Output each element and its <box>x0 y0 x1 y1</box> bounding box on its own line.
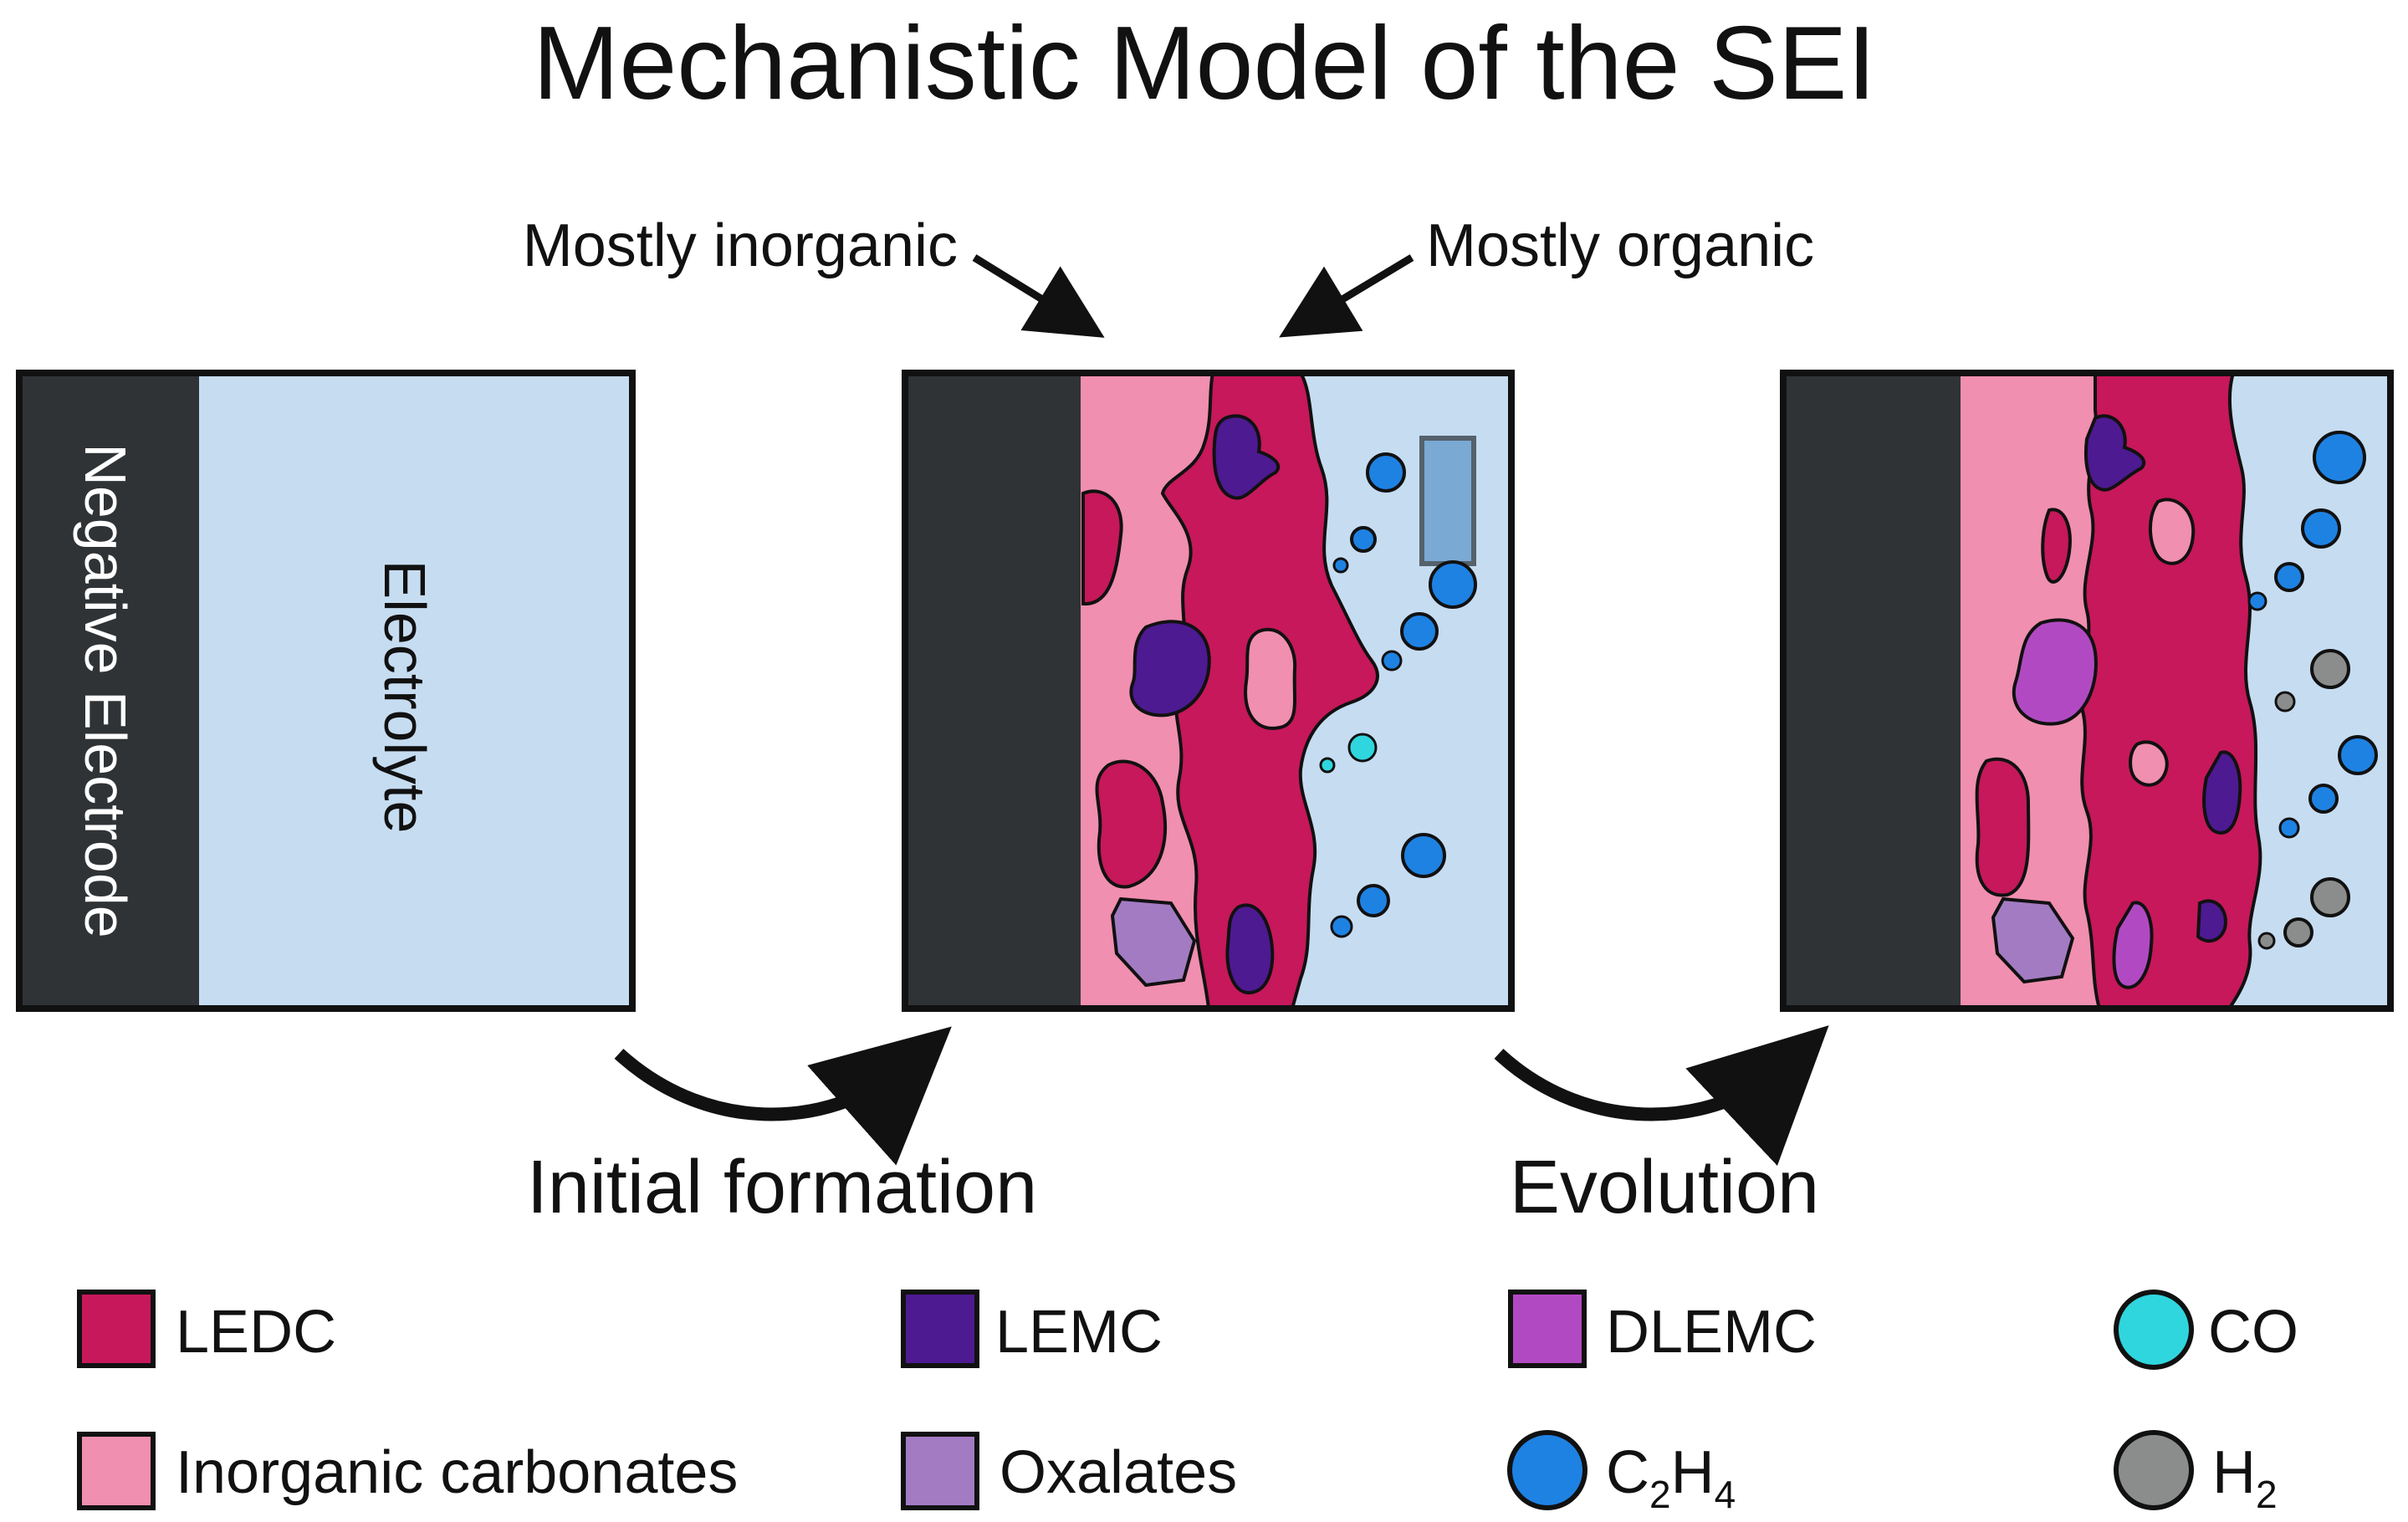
panel-initial-state: Negative Electrode Electrolyte <box>16 370 636 1012</box>
ledc-island <box>2041 508 2072 584</box>
h2-bubble <box>2274 691 2296 712</box>
mostly-organic-arrow <box>1279 254 1414 338</box>
legend-label-h2: H2 <box>2212 1439 2278 1516</box>
c2h4-bubble <box>2247 591 2267 611</box>
electrolyte-region <box>199 373 632 1009</box>
legend-label-lemc: LEMC <box>995 1299 1163 1366</box>
diagram-title: Mechanistic Model of the SEI <box>533 6 1876 121</box>
c2h4-bubble <box>1429 560 1477 609</box>
ledc-island <box>1081 489 1123 605</box>
h2-bubble <box>2283 917 2313 947</box>
c2h4-bubble <box>1401 833 1446 878</box>
c2h4-h: H <box>1671 1439 1715 1506</box>
legend-label-dlemc: DLEMC <box>1606 1299 1817 1366</box>
c2h4-bubble <box>1350 526 1377 553</box>
inorganic-pocket <box>2129 740 2169 787</box>
lemc-particle <box>2196 899 2227 943</box>
panel-3-frame <box>1780 370 2394 1012</box>
h2-bubble <box>2310 649 2350 689</box>
c2h4-bubble <box>2308 784 2339 814</box>
legend-swatch-oxalates <box>901 1432 979 1510</box>
panel-1-frame <box>16 370 636 1012</box>
legend: LEDC LEMC DLEMC CO Inorganic carbonates … <box>77 1290 2298 1516</box>
oxalate-particle <box>1110 896 1197 988</box>
c2h4-bubble <box>1366 452 1406 493</box>
c2h4-bubble <box>2278 817 2300 839</box>
lemc-particle <box>2202 750 2242 835</box>
lemc-particle <box>1225 903 1275 995</box>
ledc-island <box>1095 759 1167 889</box>
negative-electrode <box>1783 373 1961 1009</box>
panel-initial-formation <box>902 370 1515 1012</box>
legend-label-c2h4: C2H4 <box>1606 1439 1736 1516</box>
lemc-particle <box>1129 620 1211 718</box>
legend-swatch-co <box>2114 1290 2194 1370</box>
inorganic-pocket <box>2148 498 2196 565</box>
mostly-inorganic-arrow <box>972 254 1105 338</box>
legend-swatch-c2h4 <box>1507 1430 1587 1510</box>
lemc-particle <box>2083 414 2146 492</box>
legend-label-ledc: LEDC <box>176 1299 336 1366</box>
evolution-arrow <box>1494 1025 1829 1167</box>
electrolyte-marker <box>1419 436 1476 566</box>
panel-2-frame <box>902 370 1515 1012</box>
legend-label-inorganic-carbonates: Inorganic carbonates <box>176 1439 738 1506</box>
co-bubble <box>1319 757 1336 774</box>
panel-evolution <box>1780 370 2394 1012</box>
c2h4-sub-2: 2 <box>1649 1473 1671 1516</box>
h2-sub-2: 2 <box>2256 1473 2278 1516</box>
c2h4-bubble <box>2274 562 2304 592</box>
legend-swatch-lemc <box>901 1290 979 1368</box>
c2h4-bubble <box>2313 431 2366 484</box>
oxalate-particle <box>1991 896 2075 984</box>
ledc-island <box>1975 758 2031 897</box>
c2h4-bubble <box>1381 650 1403 672</box>
h2-bubble <box>2257 932 2276 950</box>
legend-swatch-ledc <box>77 1290 156 1368</box>
dlemc-particle <box>2012 618 2098 726</box>
mostly-inorganic-label: Mostly inorganic <box>523 212 958 279</box>
h2-h: H <box>2212 1439 2256 1506</box>
legend-label-co: CO <box>2208 1299 2298 1366</box>
lemc-particle <box>1212 414 1281 500</box>
c2h4-bubble <box>1357 884 1390 917</box>
negative-electrode <box>905 373 1081 1009</box>
legend-swatch-inorganic-carbonates <box>77 1432 156 1510</box>
c2h4-bubble <box>2301 508 2341 549</box>
electrolyte-label: Electrolyte <box>372 560 437 834</box>
initial-formation-label: Initial formation <box>527 1146 1037 1229</box>
evolution-label: Evolution <box>1510 1146 1819 1229</box>
h2-bubble <box>2310 877 2350 917</box>
c2h4-bubble <box>1330 915 1353 938</box>
negative-electrode-label: Negative Electrode <box>73 443 138 937</box>
mostly-organic-label: Mostly organic <box>1426 212 1814 279</box>
negative-electrode <box>19 373 199 1009</box>
co-bubble <box>1347 733 1378 763</box>
c2h4-bubble <box>1400 612 1439 651</box>
inorganic-pocket <box>1244 627 1297 730</box>
c2h4-sub-4: 4 <box>1715 1473 1736 1516</box>
legend-swatch-h2 <box>2114 1430 2194 1510</box>
legend-swatch-dlemc <box>1508 1290 1587 1368</box>
c2h4-c: C <box>1606 1439 1649 1506</box>
c2h4-bubble <box>1332 557 1349 574</box>
initial-formation-arrow <box>614 1026 952 1166</box>
c2h4-bubble <box>2338 735 2378 775</box>
dlemc-particle <box>2112 901 2154 989</box>
legend-label-oxalates: Oxalates <box>999 1439 1237 1506</box>
